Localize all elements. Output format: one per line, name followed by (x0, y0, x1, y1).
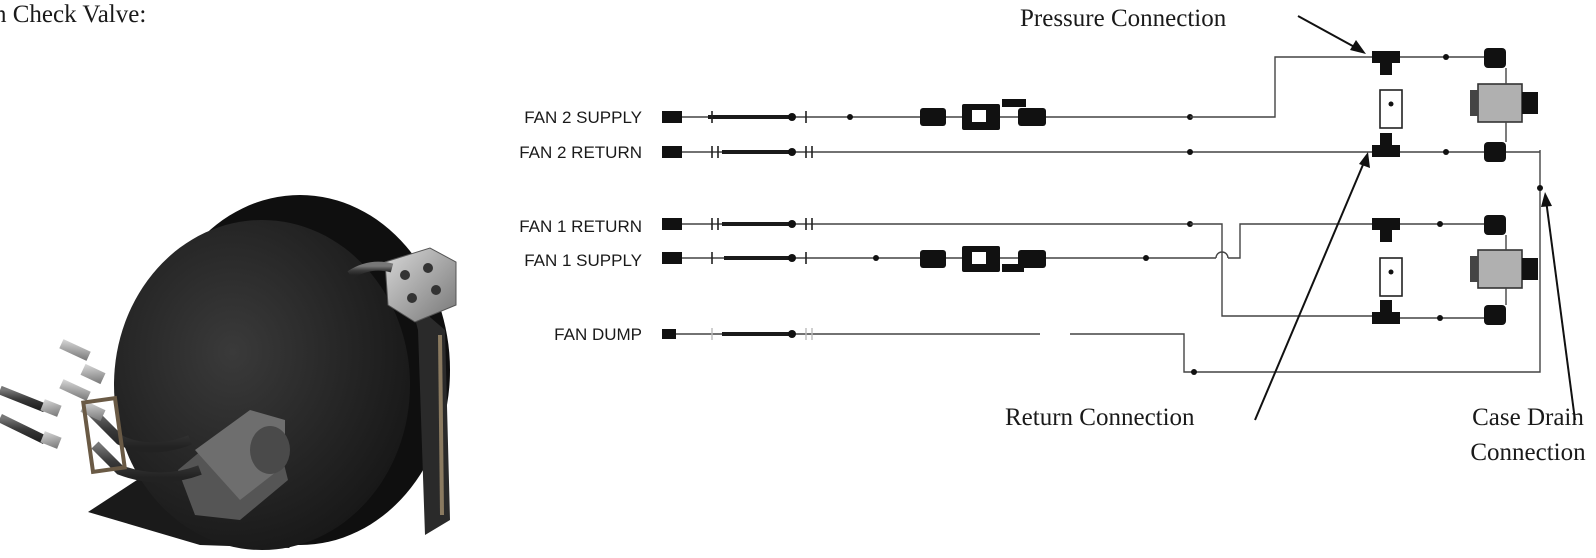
run-fan1-return (662, 218, 1372, 317)
label-fan2-supply: FAN 2 SUPPLY (524, 108, 642, 127)
caption-text: n Check Valve: (0, 1, 146, 28)
callout-case-drain-line2: Connection (1470, 439, 1586, 466)
return-pointer-line (1254, 159, 1366, 421)
case-drain-pointer-arrow (1541, 192, 1552, 207)
callout-pressure-connection: Pressure Connection (1020, 5, 1227, 32)
label-fan2-return: FAN 2 RETURN (519, 143, 642, 162)
manifold-block (384, 247, 457, 323)
run-fan1-supply (662, 223, 1372, 272)
case-drain-pointer-line (1545, 199, 1576, 421)
fan-cooler-illustration (0, 195, 457, 550)
bracket-frame (81, 395, 127, 475)
fan2-valve-cluster (1372, 48, 1543, 191)
label-fan-dump: FAN DUMP (554, 325, 642, 344)
label-fan1-return: FAN 1 RETURN (519, 217, 642, 236)
pressure-pointer-line (1297, 15, 1361, 51)
return-pointer-arrow (1359, 152, 1370, 168)
hose-stub-1 (0, 385, 47, 413)
callout-case-drain-line1: Case Drain (1472, 404, 1584, 431)
hose-left-2 (91, 441, 202, 483)
motor-housing (178, 410, 290, 520)
run-fan2-return (662, 146, 1372, 158)
hose-stub-2 (0, 413, 47, 445)
fan-side-rail (438, 334, 444, 516)
pressure-pointer-arrow (1350, 40, 1366, 54)
callout-return-connection: Return Connection (1005, 404, 1195, 431)
hose-upper (347, 261, 394, 279)
fan1-valve-cluster (1372, 215, 1538, 325)
coupler-1 (40, 399, 62, 417)
coupler-2 (40, 431, 62, 449)
run-fan-dump (662, 150, 1541, 375)
label-fan1-supply: FAN 1 SUPPLY (524, 251, 642, 270)
run-fan2-supply (662, 56, 1372, 130)
fitting-group-lower (59, 379, 106, 422)
fitting-group-upper (59, 339, 106, 385)
